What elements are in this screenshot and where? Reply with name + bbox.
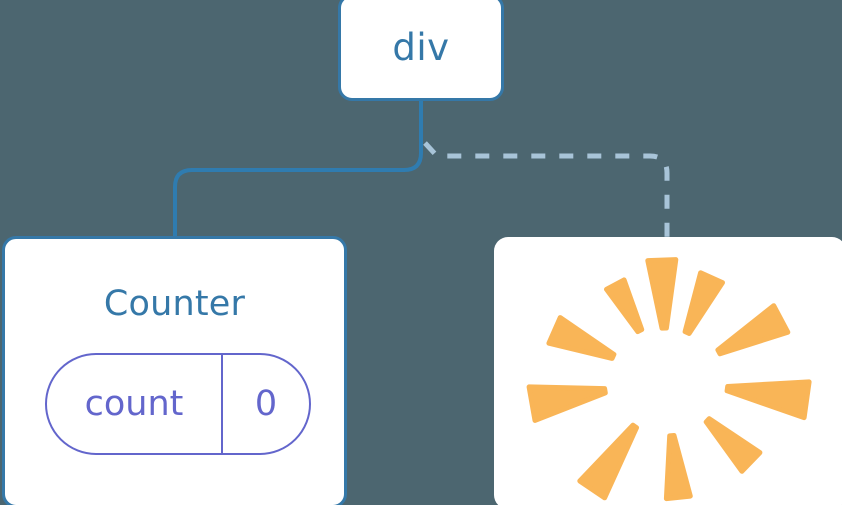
node-div[interactable]: div <box>338 0 504 101</box>
edge-div-to-loading <box>423 141 670 240</box>
spinner-spoke-5 <box>577 422 639 501</box>
loading-spinner <box>494 237 842 505</box>
state-pill-value-cell: 0 <box>223 355 309 453</box>
spinner-spoke-8 <box>604 277 645 335</box>
spinner-icon <box>526 257 812 502</box>
spinner-spoke-6 <box>526 384 608 423</box>
spinner-spoke-3 <box>703 416 763 474</box>
node-counter[interactable]: Counter count 0 <box>2 236 347 505</box>
state-pill-value: 0 <box>254 383 278 424</box>
spinner-spoke-0 <box>682 270 725 336</box>
state-pill-key: count <box>84 383 184 424</box>
node-counter-label: Counter <box>103 284 246 324</box>
edge-div-to-counter <box>173 99 423 242</box>
spinner-spoke-1 <box>715 303 791 357</box>
spinner-spoke-2 <box>724 379 812 421</box>
state-pill[interactable]: count 0 <box>45 353 311 455</box>
spinner-spoke-9 <box>645 257 679 331</box>
node-div-label: div <box>392 26 450 69</box>
spinner-spoke-4 <box>663 433 693 502</box>
state-pill-key-cell: count <box>47 355 223 453</box>
spinner-spoke-7 <box>546 315 617 361</box>
node-loading[interactable] <box>494 237 842 505</box>
